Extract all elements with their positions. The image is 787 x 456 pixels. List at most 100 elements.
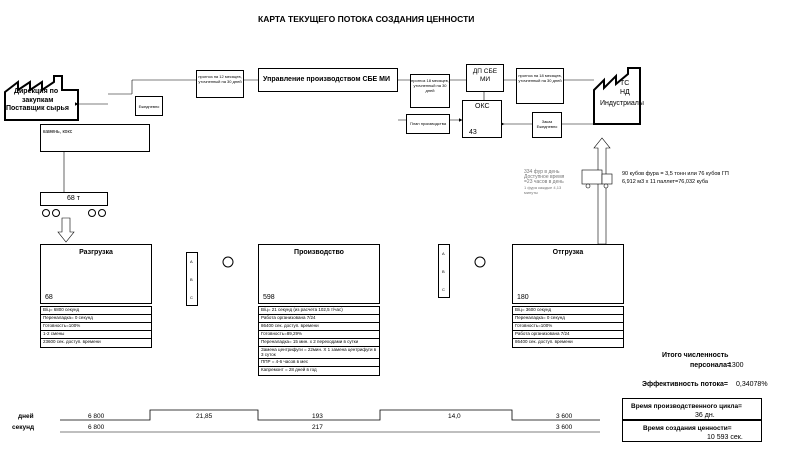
forecast-left: прогноз на 12 месяцев, уточненный на 30 … — [196, 70, 244, 98]
cargo-info-2: 6,912 м3 x 11 паллет=76,032 куба — [622, 179, 708, 185]
wheel-icon — [52, 209, 60, 217]
inventory-truck: 68 т — [40, 192, 108, 206]
value-label: Время создания ценности= — [643, 425, 732, 432]
process-operators: 598 — [263, 294, 275, 301]
truck-info-5: минуты — [524, 190, 538, 195]
value-box: Время создания ценности= 10 593 сек. — [622, 420, 762, 442]
staff-label1: Итого численность — [662, 352, 729, 359]
forecast-right: прогноз на 18 месяцев, уточненный на 30 … — [516, 68, 564, 104]
wheel-icon — [88, 209, 96, 217]
supplier-materials-box: камень, кокс — [40, 124, 150, 152]
timeline-days-3: 193 — [312, 413, 323, 420]
data-row: В/ц= 21 секунд (из расчета 102,5 т/час) — [259, 307, 379, 315]
data-box-shipping: В/ц= 3600 секунд Переналадка= 0 секунд Г… — [512, 306, 624, 348]
timeline-days-1: 6 800 — [88, 413, 105, 420]
oks-count: 43 — [469, 129, 477, 136]
process-unloading: Разгрузка 68 — [40, 244, 152, 304]
data-row: Капремонт = 28 дней в год — [261, 367, 317, 372]
dp-line1: ДП СБЕ — [472, 68, 498, 75]
data-row: Готовность=100% — [513, 323, 623, 331]
data-row: Переналадка= 0 секунд — [41, 315, 151, 323]
dp-box: ДП СБЕ МИ — [466, 64, 504, 92]
value-number: 10 593 — [707, 434, 729, 441]
weekly-left: Ежедневно — [135, 96, 163, 116]
truck-info: 334 фур в день Доступное время =23 часов… — [524, 169, 565, 196]
data-row: В/ц= 3600 секунд — [513, 307, 623, 315]
process-title: Разгрузка — [79, 249, 113, 256]
truck-info-1: 334 фур в день — [524, 169, 560, 175]
data-row: Работа организована 7/24 — [259, 315, 379, 323]
wheel-icon — [42, 209, 50, 217]
data-row: Замена центрифуги = 22мин. Х 1 замена це… — [259, 347, 379, 359]
kanban-a: A — [442, 251, 445, 256]
kanban-b: B — [442, 269, 445, 274]
supplier-line2: закупкам — [22, 97, 54, 104]
process-production: Производство 598 — [258, 244, 380, 304]
customer-line3: Индустриалы — [600, 100, 644, 107]
customer-line1: ТС — [620, 80, 630, 87]
data-row: В/ц= 6800 секунд — [41, 307, 151, 315]
inventory-value: 68 т — [67, 195, 80, 202]
kanban-b: B — [190, 277, 193, 282]
data-row: Переналадка= 0 секунд — [513, 315, 623, 323]
staff-label2: персонала= — [690, 362, 732, 369]
cycle-unit: дн. — [704, 412, 715, 419]
timeline-secs-2: 217 — [312, 424, 323, 431]
eff-unit: 8% — [757, 381, 768, 388]
truck-info-2: Доступное время — [524, 174, 565, 180]
data-row: Готовность=100% — [41, 323, 151, 331]
value-value: 10 593 сек. — [707, 434, 743, 441]
cycle-value: 36 дн. — [695, 412, 715, 419]
eff-label: Эффективность потока= — [642, 381, 728, 388]
data-row: 23600 сек. доступ. времени — [43, 339, 101, 344]
timeline-days-5: 3 600 — [556, 413, 573, 420]
orders-box: Заказ Ежедневно — [532, 112, 562, 138]
eff-number: 0,3407 — [736, 381, 758, 388]
process-title: Производство — [294, 249, 344, 256]
kanban-a: A — [190, 259, 193, 264]
data-row: Работа организована 7/24 — [513, 331, 623, 339]
process-operators: 68 — [45, 294, 53, 301]
value-unit: сек. — [730, 434, 743, 441]
data-row: Переналадка= 15 мин. х 2 переходами в су… — [259, 339, 379, 347]
timeline-days-4: 14,0 — [448, 413, 461, 420]
kanban-post-2: A B C — [438, 244, 450, 298]
data-row: Готовность=89,29% — [259, 331, 379, 339]
data-row: 1-2 смены — [41, 331, 151, 339]
process-title: Отгрузка — [552, 249, 584, 256]
page-title: КАРТА ТЕКУЩЕГО ПОТОКА СОЗДАНИЯ ЦЕННОСТИ — [258, 14, 475, 24]
wheel-icon — [98, 209, 106, 217]
process-operators: 180 — [517, 294, 529, 301]
cargo-info: 90 кубов фура = 3,5 тонн или 76 кубов ГП… — [622, 170, 729, 186]
dp-line2: МИ — [479, 76, 491, 83]
timeline-days-2: 21,85 — [196, 413, 213, 420]
customer-line2: НД — [620, 89, 630, 96]
cargo-info-1: 90 кубов фура = 3,5 тонн или 76 кубов ГП — [622, 171, 729, 177]
kanban-post-1: A B C — [186, 252, 198, 306]
forecast-mid: прогноз 18 месяцев, уточненный на 30 дне… — [410, 74, 450, 108]
timeline-secs-3: 3 600 — [556, 424, 573, 431]
supplier-line1: Дирекция по — [14, 88, 59, 95]
cycle-label: Время производственного цикла= — [631, 403, 742, 410]
eff-value: 0,34078% — [736, 381, 768, 388]
data-row: ППР = 4-6 часов в мес — [259, 359, 379, 367]
supplier-line3: Поставщик сырья — [6, 105, 69, 112]
supplier-materials: камень, кокс — [43, 129, 73, 135]
cycle-number: 36 — [695, 412, 703, 419]
timeline-secs-1: 6 800 — [88, 424, 105, 431]
data-row: 86400 сек. доступ. времени — [259, 323, 379, 331]
kanban-c: C — [190, 295, 193, 300]
truck-info-4: 1 фура каждые 4,13 — [524, 185, 562, 190]
data-box-unloading: В/ц= 6800 секунд Переналадка= 0 секунд Г… — [40, 306, 152, 348]
kanban-c: C — [442, 287, 445, 292]
staff-value: 1300 — [728, 362, 744, 369]
cycle-box: Время производственного цикла= 36 дн. — [622, 398, 762, 420]
secs-label: секунд — [12, 424, 35, 431]
process-shipping: Отгрузка 180 — [512, 244, 624, 304]
plan-box: План производства — [406, 114, 450, 134]
truck-info-3: =23 часов в день — [524, 179, 564, 185]
data-box-production: В/ц= 21 секунд (из расчета 102,5 т/час) … — [258, 306, 380, 376]
oks-box: ОКС 43 — [462, 100, 502, 138]
data-row: 86400 сек. доступ. времени — [515, 339, 573, 344]
oks-label: ОКС — [475, 103, 490, 110]
